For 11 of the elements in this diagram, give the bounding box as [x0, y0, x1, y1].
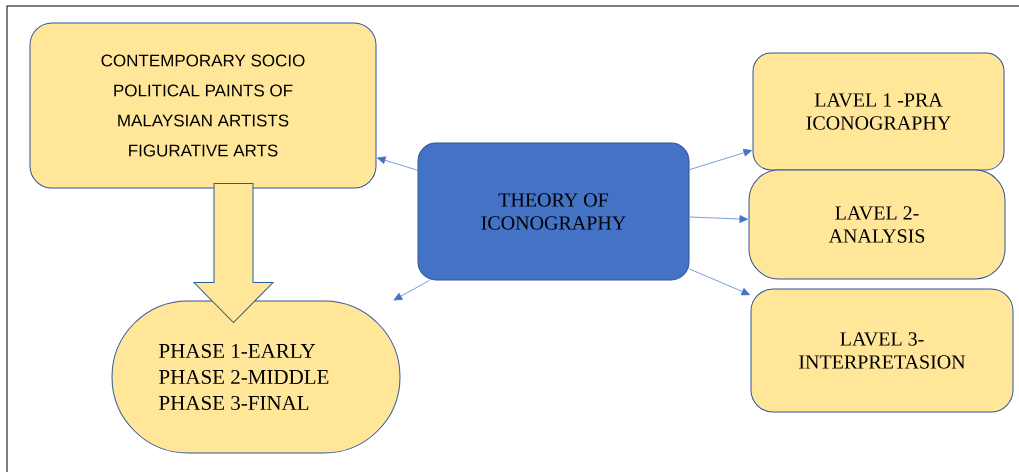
central-box: THEORY OF ICONOGRAPHY: [417, 142, 690, 281]
level-box: LAVEL 3- INTERPRETASION: [750, 288, 1014, 413]
process-box: CONTEMPORARY SOCIO POLITICAL PAINTS OF MALAYSIAN ARTISTS FIGURATIVE ARTS: [29, 22, 377, 189]
arrow: [393, 280, 430, 301]
block-arrow: [193, 183, 274, 323]
level-box: LAVEL 2- ANALYSIS: [748, 169, 1006, 280]
arrow: [689, 215, 748, 223]
arrow: [376, 156, 418, 171]
level-box: LAVEL 1 -PRA ICONOGRAPHY: [752, 52, 1005, 171]
arrow: [689, 268, 751, 296]
arrow: [689, 148, 753, 170]
